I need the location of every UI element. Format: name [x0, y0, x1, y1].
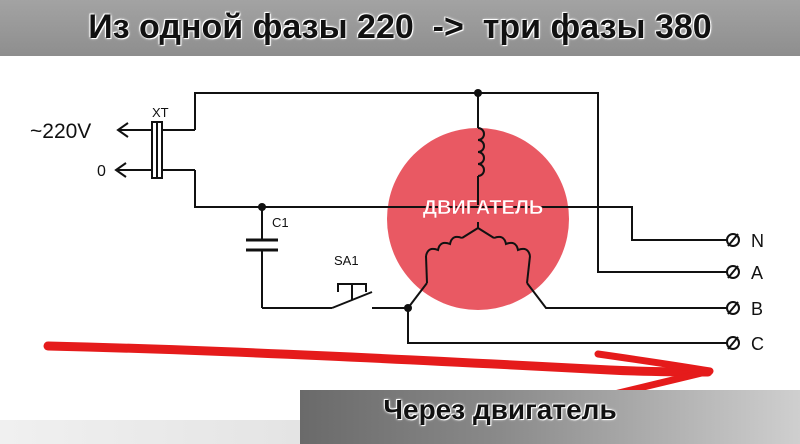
wires: [118, 92, 727, 344]
wire-top: [194, 92, 727, 273]
c1-label: C1: [272, 215, 289, 230]
wire-b: [526, 282, 727, 309]
motor-label: ДВИГАТЕЛЬ: [423, 197, 544, 219]
terminal-label-n: N: [751, 231, 764, 251]
wire-n: [194, 170, 727, 241]
coil-top: [477, 127, 485, 177]
supply-zero-label: 0: [97, 163, 106, 180]
bottom-light-band: [0, 420, 300, 444]
supply-arrows: [114, 122, 129, 178]
switch-sa1: [331, 283, 373, 309]
title-band: [0, 0, 800, 56]
coil-left: [425, 235, 463, 257]
red-arrow: [43, 341, 714, 400]
motor-circle: [387, 128, 569, 310]
terminal-label-c: C: [751, 334, 764, 354]
page-title: Из одной фазы 220 -> три фазы 380: [88, 8, 712, 46]
output-terminals: [726, 233, 740, 350]
terminal-label-b: B: [751, 299, 763, 319]
junctions: [258, 89, 482, 312]
terminal-label-a: A: [751, 263, 763, 283]
supply-label: ~220V: [30, 120, 91, 143]
xt-label: XT: [152, 105, 169, 120]
capacitor-c1: [246, 238, 278, 252]
caption: Через двигатель: [383, 394, 617, 425]
wire-motor-left: [407, 282, 428, 309]
wire-c: [407, 308, 727, 344]
coil-right: [493, 235, 531, 257]
terminal-block-xt: [151, 121, 163, 179]
motor-windings: [425, 127, 531, 284]
sa1-label: SA1: [334, 253, 359, 268]
caption-band: [300, 390, 800, 444]
